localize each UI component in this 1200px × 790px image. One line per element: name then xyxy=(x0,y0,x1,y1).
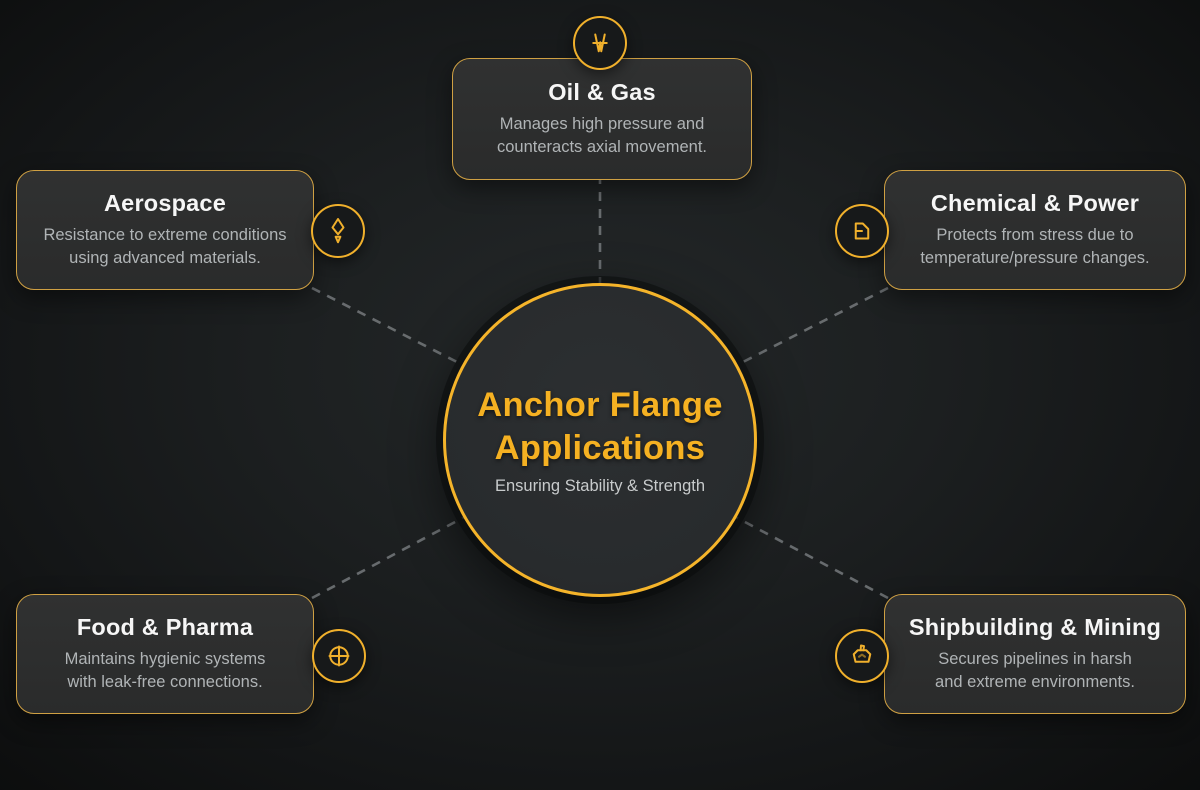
connector-line xyxy=(311,443,601,600)
card-description: Resistance to extreme conditions using a… xyxy=(43,226,287,267)
ore-cart-icon xyxy=(835,629,889,683)
card-description: Maintains hygienic systems with leak-fre… xyxy=(64,650,266,691)
card-oil-gas: Oil & Gas Manages high pressure and coun… xyxy=(452,58,752,180)
rocket-icon xyxy=(311,204,365,258)
center-subtitle: Ensuring Stability & Strength xyxy=(494,477,706,496)
oil-derrick-icon xyxy=(573,16,627,70)
card-food-pharma: Food & Pharma Maintains hygienic systems… xyxy=(16,594,314,714)
card-description: Manages high pressure and counteracts ax… xyxy=(496,115,707,156)
medical-cross-icon xyxy=(312,629,366,683)
card-description: Protects from stress due to temperature/… xyxy=(920,226,1150,267)
flask-icon xyxy=(835,204,889,258)
card-title: Chemical & Power xyxy=(930,190,1140,217)
center-title: Anchor Flange Applications xyxy=(477,385,723,467)
card-title: Shipbuilding & Mining xyxy=(908,614,1162,641)
card-title: Oil & Gas xyxy=(548,79,656,106)
connector-line xyxy=(599,286,889,437)
connector-line xyxy=(311,286,601,437)
card-aerospace: Aerospace Resistance to extreme conditio… xyxy=(16,170,314,290)
card-chemical-power: Chemical & Power Protects from stress du… xyxy=(884,170,1186,290)
card-shipbuilding-mining: Shipbuilding & Mining Secures pipelines … xyxy=(884,594,1186,714)
connector-line xyxy=(599,443,889,600)
card-description: Secures pipelines in harsh and extreme e… xyxy=(935,650,1135,691)
card-title: Food & Pharma xyxy=(76,614,254,641)
center-node: Anchor Flange Applications Ensuring Stab… xyxy=(443,283,757,597)
card-title: Aerospace xyxy=(104,190,226,217)
